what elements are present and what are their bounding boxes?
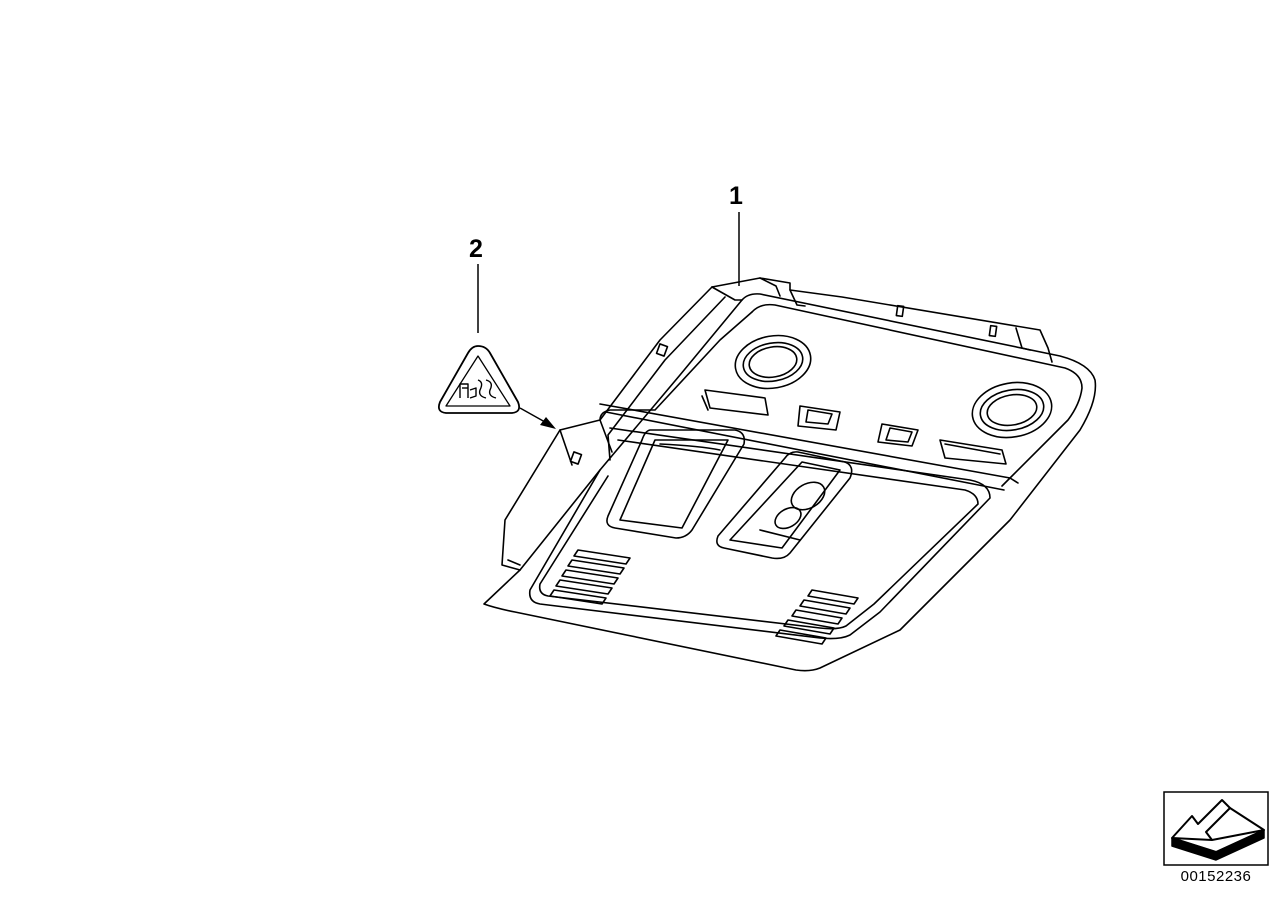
interior-light-unit[interactable] [483, 277, 1097, 672]
callout-2-label: 2 [469, 235, 483, 263]
right-grille [775, 589, 859, 645]
document-number: 00152236 [1180, 868, 1252, 885]
callout-1-label: 1 [729, 182, 743, 210]
sticker-symbol-icon [459, 379, 497, 399]
direction-arrow-icon [1163, 791, 1269, 866]
warning-triangle-sticker[interactable] [437, 345, 521, 414]
left-grille [549, 549, 631, 605]
placement-arrow [519, 407, 556, 429]
